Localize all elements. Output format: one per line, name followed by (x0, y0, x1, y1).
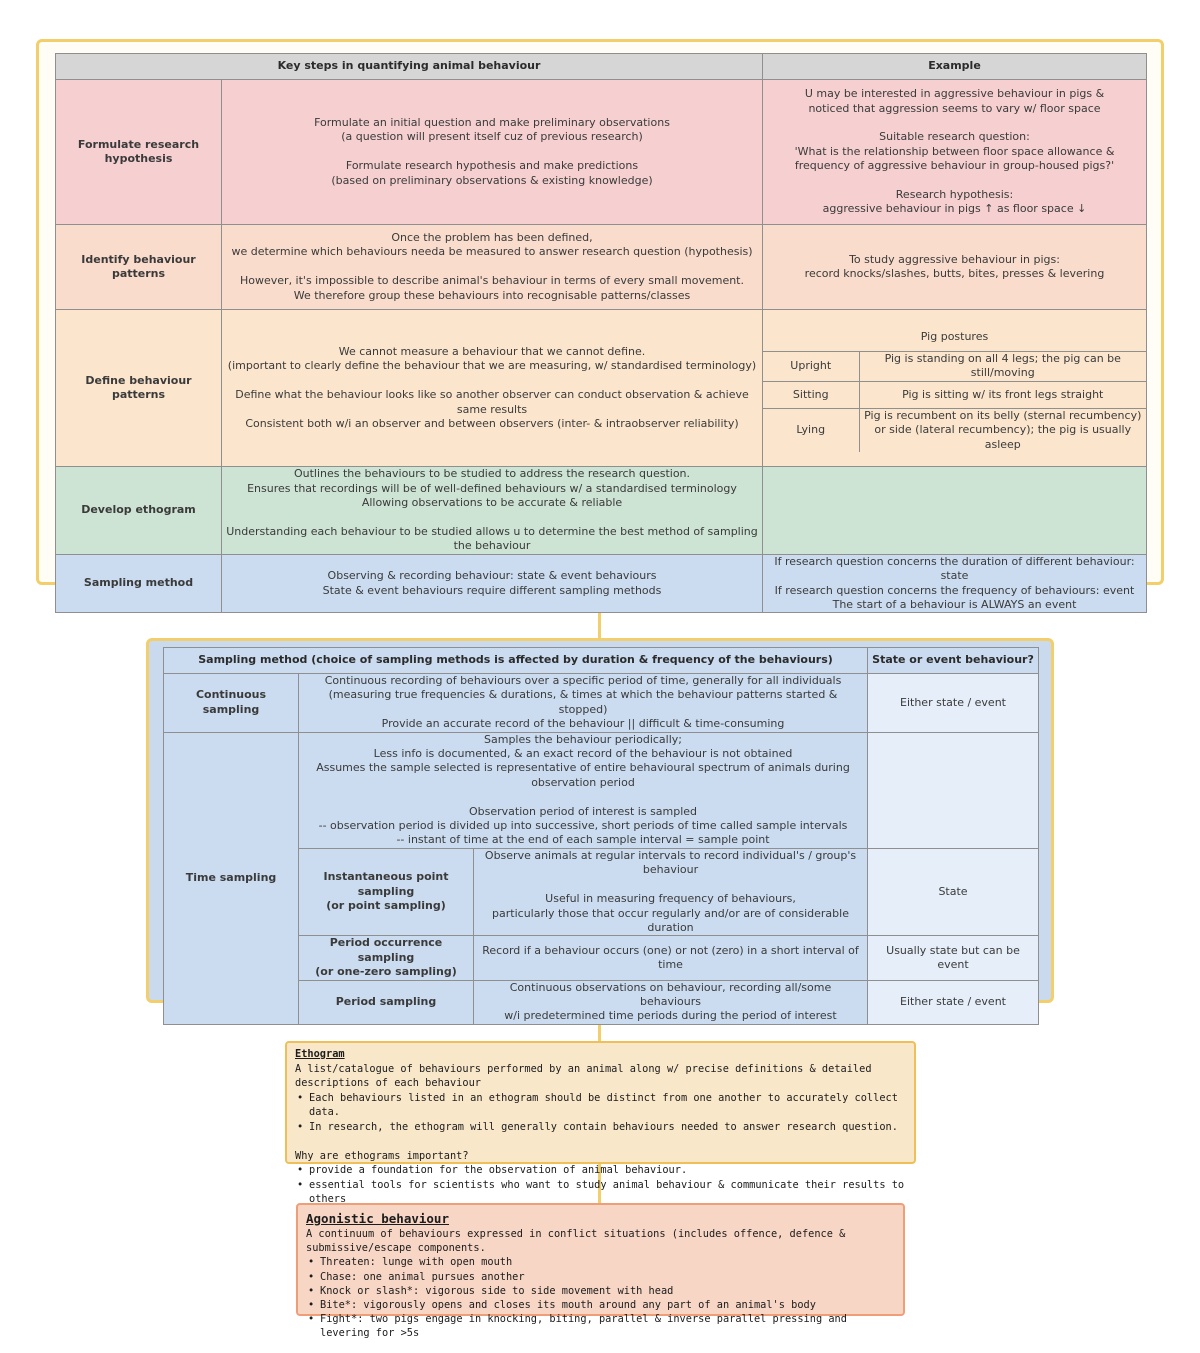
row-instantaneous: Instantaneous point sampling (or point s… (164, 847, 1040, 937)
desc-ethogram: Outlines the behaviours to be studied to… (221, 466, 763, 555)
type-continuous: Either state / event (867, 673, 1040, 733)
list-item: Chase: one animal pursues another (306, 1270, 895, 1284)
desc-period-occurrence: Record if a behaviour occurs (one) or no… (472, 935, 869, 981)
ethogram-title: Ethogram (295, 1048, 345, 1060)
sampling-methods-table: Sampling method (choice of sampling meth… (162, 647, 1040, 1025)
list-item: essential tools for scientists who want … (295, 1178, 906, 1207)
desc-instantaneous: Observe animals at regular intervals to … (472, 847, 869, 937)
agonistic-title: Agonistic behaviour (306, 1211, 449, 1226)
label-period-sampling: Period sampling (298, 979, 474, 1025)
key-steps-table: Key steps in quantifying animal behaviou… (55, 53, 1147, 614)
label-sampling: Sampling method (55, 553, 222, 614)
agonistic-definition: A continuum of behaviours expressed in c… (306, 1228, 846, 1255)
pig-postures-table: Pig postures Upright Pig is standing on … (763, 324, 1146, 452)
list-item: provide a foundation for the observation… (295, 1163, 906, 1178)
row-hypothesis: Formulate research hypothesis Formulate … (55, 79, 1147, 225)
desc-identify: Once the problem has been defined, we de… (221, 224, 763, 310)
ethogram-note: Ethogram A list/catalogue of behaviours … (285, 1041, 916, 1205)
desc-sampling: Observing & recording behaviour: state &… (221, 553, 763, 614)
header-key-steps: Key steps in quantifying animal behaviou… (55, 53, 763, 80)
example-sampling: If research question concerns the durati… (762, 553, 1147, 614)
list-item: Each behaviours listed in an ethogram sh… (295, 1091, 906, 1120)
example-identify: To study aggressive behaviour in pigs: r… (762, 224, 1147, 310)
list-item: Fight*: two pigs engage in knocking, bit… (306, 1312, 895, 1340)
ethogram-reasons: provide a foundation for the observation… (295, 1163, 906, 1207)
label-identify: Identify behaviour patterns (55, 224, 222, 310)
label-time-sampling: Time sampling (163, 731, 299, 1025)
type-period-sampling: Either state / event (867, 979, 1040, 1025)
desc-define: We cannot measure a behaviour that we ca… (221, 308, 763, 468)
pig-postures-cell: Pig postures Upright Pig is standing on … (762, 308, 1147, 468)
header-sampling-method: Sampling method (choice of sampling meth… (162, 647, 869, 674)
type-period-occurrence: Usually state but can be event (867, 935, 1040, 981)
desc-continuous: Continuous recording of behaviours over … (297, 673, 869, 733)
posture-desc: Pig is sitting w/ its front legs straigh… (859, 381, 1146, 409)
type-instantaneous: State (867, 847, 1040, 937)
header-state-event: State or event behaviour? (867, 647, 1040, 674)
ethogram-question: Why are ethograms important? (295, 1149, 469, 1162)
row-continuous: Continuous sampling Continuous recording… (163, 673, 1040, 733)
posture-name: Lying (763, 408, 860, 452)
row-period-sampling: Period sampling Continuous observations … (164, 979, 1040, 1025)
pig-postures-title: Pig postures (763, 324, 1146, 352)
desc-period-sampling: Continuous observations on behaviour, re… (472, 979, 869, 1025)
agonistic-note: Agonistic behaviour A continuum of behav… (296, 1203, 905, 1339)
row-period-occurrence: Period occurrence sampling (or one-zero … (164, 935, 1040, 981)
list-item: Knock or slash*: vigorous side to side m… (306, 1284, 895, 1298)
list-item: In research, the ethogram will generally… (295, 1120, 906, 1135)
desc-time-sampling: Samples the behaviour periodically; Less… (297, 731, 869, 849)
header-example: Example (762, 53, 1147, 80)
ethogram-bullets: Each behaviours listed in an ethogram sh… (295, 1091, 906, 1135)
example-hypothesis: U may be interested in aggressive behavi… (762, 79, 1147, 225)
posture-name: Upright (763, 351, 860, 382)
posture-name: Sitting (763, 381, 860, 409)
label-define: Define behaviour patterns (55, 308, 222, 468)
list-item: Bite*: vigorously opens and closes its m… (306, 1298, 895, 1312)
posture-desc: Pig is recumbent on its belly (sternal r… (864, 408, 1142, 451)
label-hypothesis: Formulate research hypothesis (55, 79, 222, 225)
label-period-occurrence: Period occurrence sampling (or one-zero … (298, 935, 474, 981)
row-sampling: Sampling method Observing & recording be… (55, 553, 1147, 614)
label-instantaneous: Instantaneous point sampling (or point s… (298, 847, 474, 937)
label-continuous: Continuous sampling (163, 673, 299, 733)
row-ethogram: Develop ethogram Outlines the behaviours… (55, 466, 1147, 555)
row-identify: Identify behaviour patterns Once the pro… (55, 224, 1147, 310)
row-define: Define behaviour patterns We cannot meas… (55, 308, 1147, 468)
label-ethogram: Develop ethogram (55, 466, 222, 555)
posture-desc: Pig is standing on all 4 legs; the pig c… (859, 351, 1146, 382)
example-ethogram (762, 466, 1147, 555)
ethogram-definition: A list/catalogue of behaviours performed… (295, 1062, 872, 1090)
desc-hypothesis: Formulate an initial question and make p… (221, 79, 763, 225)
agonistic-bullets: Threaten: lunge with open mouth Chase: o… (306, 1255, 895, 1340)
type-time-sampling (867, 731, 1040, 849)
list-item: Threaten: lunge with open mouth (306, 1255, 895, 1269)
row-time-sampling: Time sampling Samples the behaviour peri… (163, 731, 1040, 1025)
